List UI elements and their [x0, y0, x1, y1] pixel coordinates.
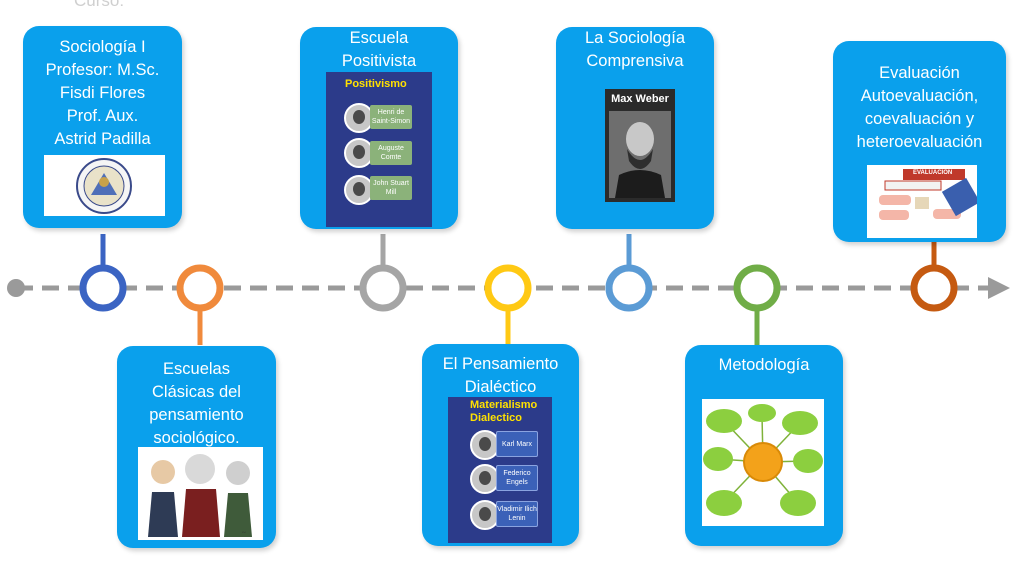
name-pill: Federico Engels	[496, 465, 538, 491]
name-pill: Vladimir Ilich Lenin	[496, 501, 538, 527]
timeline-node-5	[605, 264, 653, 312]
portrait-icon	[344, 175, 374, 205]
card-dialectic: El Pensamiento Dialéctico Materialismo D…	[422, 344, 579, 546]
card-methodology: Metodología	[685, 345, 843, 546]
methodology-mindmap-image	[702, 399, 824, 526]
evaluation-image: EVALUACIÓN	[867, 165, 977, 238]
card-comprehensive-sociology: La Sociología Comprensiva Max Weber	[556, 27, 714, 229]
card-methodology-text: Metodología	[718, 356, 810, 374]
card-positivism: Escuela Positivista Positivismo Henri de…	[300, 27, 458, 229]
weber-portrait-icon	[609, 111, 671, 198]
portrait-icon	[344, 138, 374, 168]
card-classic-schools-text: Escuelas Clásicas del pensamiento sociol…	[149, 360, 244, 447]
timeline-node-6	[733, 264, 781, 312]
card-positivism-text: Escuela Positivista	[341, 29, 417, 70]
thinkers-caricature-icon: ~	[148, 454, 252, 537]
name-pill: John Stuart Mill	[370, 176, 412, 200]
card-evaluation: Evaluación Autoevaluación, coevaluación …	[833, 41, 1006, 242]
timeline-start-dot	[7, 279, 25, 297]
slide-title-cut: Curso:	[74, 0, 125, 10]
card-dialectic-text: El Pensamiento Dialéctico	[442, 355, 559, 396]
evaluation-diagram-icon	[879, 169, 977, 220]
timeline-node-7	[910, 264, 958, 312]
timeline-arrow-head	[988, 277, 1010, 299]
seal-icon	[76, 158, 132, 214]
name-pill: Auguste Comte	[370, 141, 412, 165]
portrait-icon	[470, 430, 500, 460]
svg-text:~: ~	[242, 529, 246, 537]
card-course-info: Sociología I Profesor: M.Sc. Fisdi Flore…	[23, 26, 182, 228]
card-classic-schools: Escuelas Clásicas del pensamiento sociol…	[117, 346, 276, 548]
card-evaluation-text: Evaluación Autoevaluación, coevaluación …	[856, 64, 983, 151]
classic-thinkers-image: ~	[138, 447, 263, 540]
dialectic-thumb-title: Materialismo Dialectico	[470, 399, 538, 424]
card-comprehensive-sociology-text: La Sociología Comprensiva	[585, 29, 685, 70]
name-pill: Henri de Saint-Simon	[370, 105, 412, 129]
timeline-node-4	[484, 264, 532, 312]
name-pill: Karl Marx	[496, 431, 538, 457]
timeline-node-2	[176, 264, 224, 312]
mindmap-icon	[703, 404, 823, 516]
university-seal-image	[44, 155, 165, 216]
timeline-node-1	[79, 264, 127, 312]
positivism-image: Positivismo Henri de Saint-Simon Auguste…	[326, 72, 432, 227]
max-weber-label: Max Weber	[611, 93, 669, 105]
timeline-node-3	[359, 264, 407, 312]
dialectic-image: Materialismo Dialectico Karl Marx Federi…	[448, 397, 552, 543]
max-weber-portrait: Max Weber	[605, 89, 675, 202]
positivism-thumb-title: Positivismo	[345, 78, 407, 90]
card-course-info-text: Sociología I Profesor: M.Sc. Fisdi Flore…	[45, 38, 160, 148]
evaluation-thumb-title: EVALUACIÓN	[913, 170, 953, 176]
